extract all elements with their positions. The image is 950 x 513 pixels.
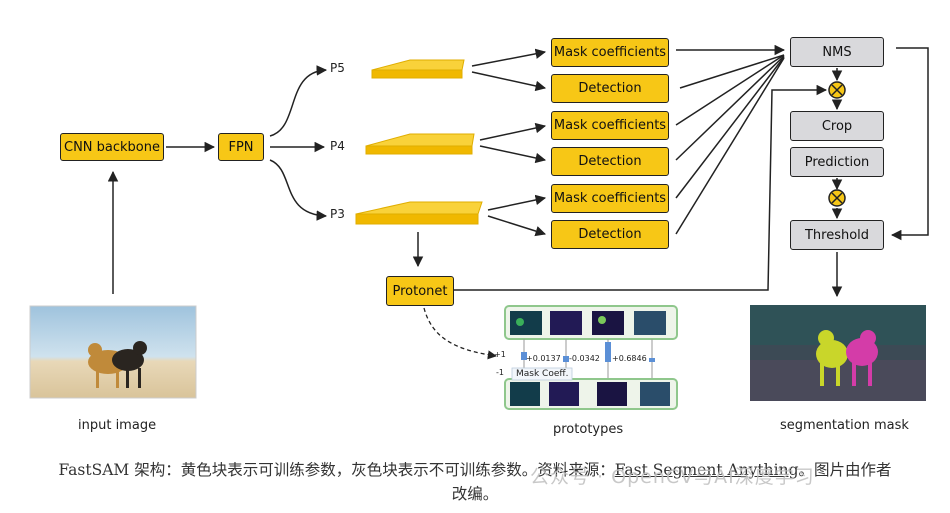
coefficient-value-1: +0.0137 (526, 354, 561, 363)
arrow-protonet-to-multiply (454, 84, 828, 291)
nms-node: NMS (790, 37, 884, 67)
level-label-p4: P4 (330, 139, 345, 153)
input-image (29, 305, 197, 399)
coefficient-value-3: +0.6846 (612, 354, 647, 363)
mask-coeff-label: Mask Coeff. (516, 369, 569, 379)
segmentation-mask-image (750, 305, 926, 401)
feature-plate-p4 (365, 133, 475, 155)
source-link[interactable]: Fast Segment Anything (614, 461, 799, 479)
prototypes-panel (504, 305, 678, 410)
detection-node-p4: Detection (551, 147, 669, 176)
level-label-p5: P5 (330, 61, 345, 75)
mask-coefficients-node-p4: Mask coefficients (551, 111, 669, 140)
detection-node-p5: Detection (551, 74, 669, 103)
detection-node-p3: Detection (551, 220, 669, 249)
watermark: 公众号 · OpenCV与AI深度学习 (530, 466, 815, 488)
multiply-icon (828, 81, 846, 99)
level-label-p3: P3 (330, 207, 345, 221)
arrow-fpn-to-p3 (269, 159, 328, 221)
minus-one-label: -1 (496, 368, 504, 377)
arrow-fpn-to-p5 (269, 65, 328, 137)
fpn-node: FPN (218, 133, 264, 161)
threshold-node: Threshold (790, 220, 884, 250)
prediction-node: Prediction (790, 147, 884, 177)
plus-one-label: +1 (494, 350, 506, 359)
mask-coefficients-node-p5: Mask coefficients (551, 38, 669, 67)
mask-coefficients-node-p3: Mask coefficients (551, 184, 669, 213)
cnn-backbone-node: CNN backbone (60, 133, 164, 161)
input-image-label: input image (78, 418, 157, 433)
figure-caption: FastSAM 架构：黄色块表示可训练参数，灰色块表示不可训练参数。资料来源：F… (0, 458, 950, 506)
protonet-node: Protonet (386, 276, 454, 306)
caption-line1-suffix: 。图片由作者 (798, 461, 892, 479)
coefficient-value-2: -0.0342 (569, 354, 600, 363)
multiply-icon-2 (828, 189, 846, 207)
arrow-loop-to-threshold (890, 47, 929, 241)
feature-plate-p3 (355, 201, 483, 225)
caption-line1-prefix: FastSAM 架构：黄色块表示可训练参数，灰色块表示不可训练参数。资料来源： (58, 461, 615, 479)
prototypes-label: prototypes (553, 422, 624, 437)
segmentation-mask-label: segmentation mask (780, 418, 909, 433)
feature-plate-p5 (371, 59, 465, 79)
caption-line2: 改编。 (451, 485, 499, 503)
dashed-arrow-protonet-to-prototypes (423, 307, 497, 360)
crop-node: Crop (790, 111, 884, 141)
